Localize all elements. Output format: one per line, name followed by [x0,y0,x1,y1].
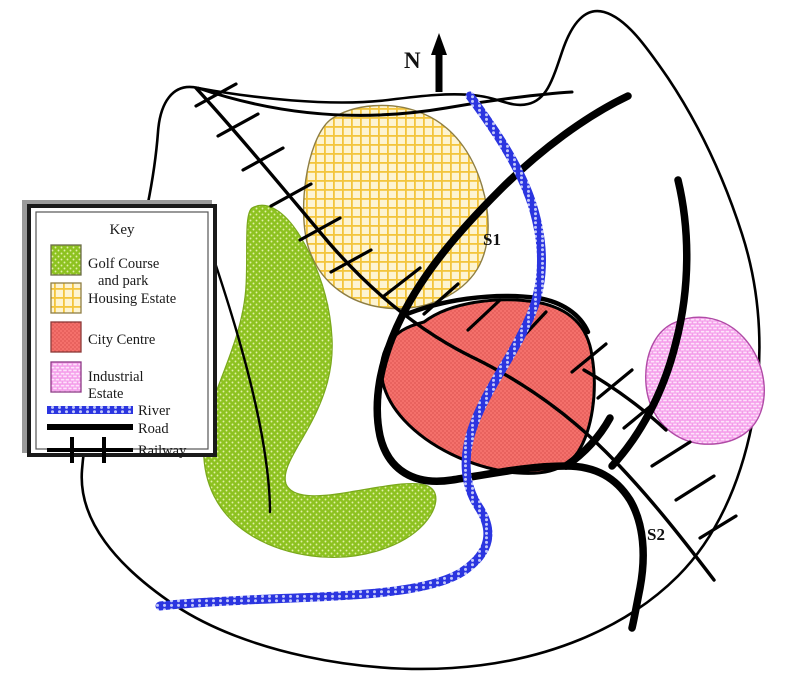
railway-main-line [194,86,716,582]
key-swatch-golf-course [50,244,82,276]
railway-branch [582,368,668,432]
road-south-spur [562,462,647,632]
key-label-golf-course-line2: and park [98,273,149,289]
compass: N [404,33,447,92]
road-west-inner [202,228,272,514]
key-entry-river[interactable]: River [47,403,170,419]
key-entry-housing-estate[interactable]: Housing Estate [50,282,176,314]
key-label-road: Road [138,421,169,437]
river-line [155,91,547,611]
key-label-city-centre: City Centre [88,332,155,348]
north-arrow-icon [431,33,447,92]
key-entry-industrial-estate[interactable]: Industrial Estate [50,361,144,402]
compass-label: N [404,48,421,73]
key-label-golf-course-line1: Golf Course [88,256,159,272]
key-entry-railway[interactable]: Railway [47,437,187,463]
road-link-east [562,414,614,470]
key-label-industrial-estate-line1: Industrial [88,369,144,385]
key-entry-golf-course[interactable]: Golf Course and park [50,244,159,289]
site-label-s2: S2 [647,525,665,544]
key-label-housing-estate: Housing Estate [88,291,176,307]
site-label-s1: S1 [483,230,501,249]
key-label-river: River [138,403,170,419]
road-east-coast [608,176,691,470]
key-entry-road[interactable]: Road [47,421,169,437]
key-label-railway: Railway [138,443,187,459]
river-path [155,91,547,611]
key-swatch-industrial-estate [50,361,82,393]
key-entry-city-centre[interactable]: City Centre [50,321,155,353]
key-swatch-housing-estate [50,282,82,314]
road-north-coast [196,86,574,117]
key-label-industrial-estate-line2: Estate [88,386,123,402]
site-labels: S1 S2 [483,230,665,544]
key-swatch-city-centre [50,321,82,353]
map-key: Key Golf Course and park Housing Estate … [22,200,217,463]
key-title: Key [110,222,135,238]
